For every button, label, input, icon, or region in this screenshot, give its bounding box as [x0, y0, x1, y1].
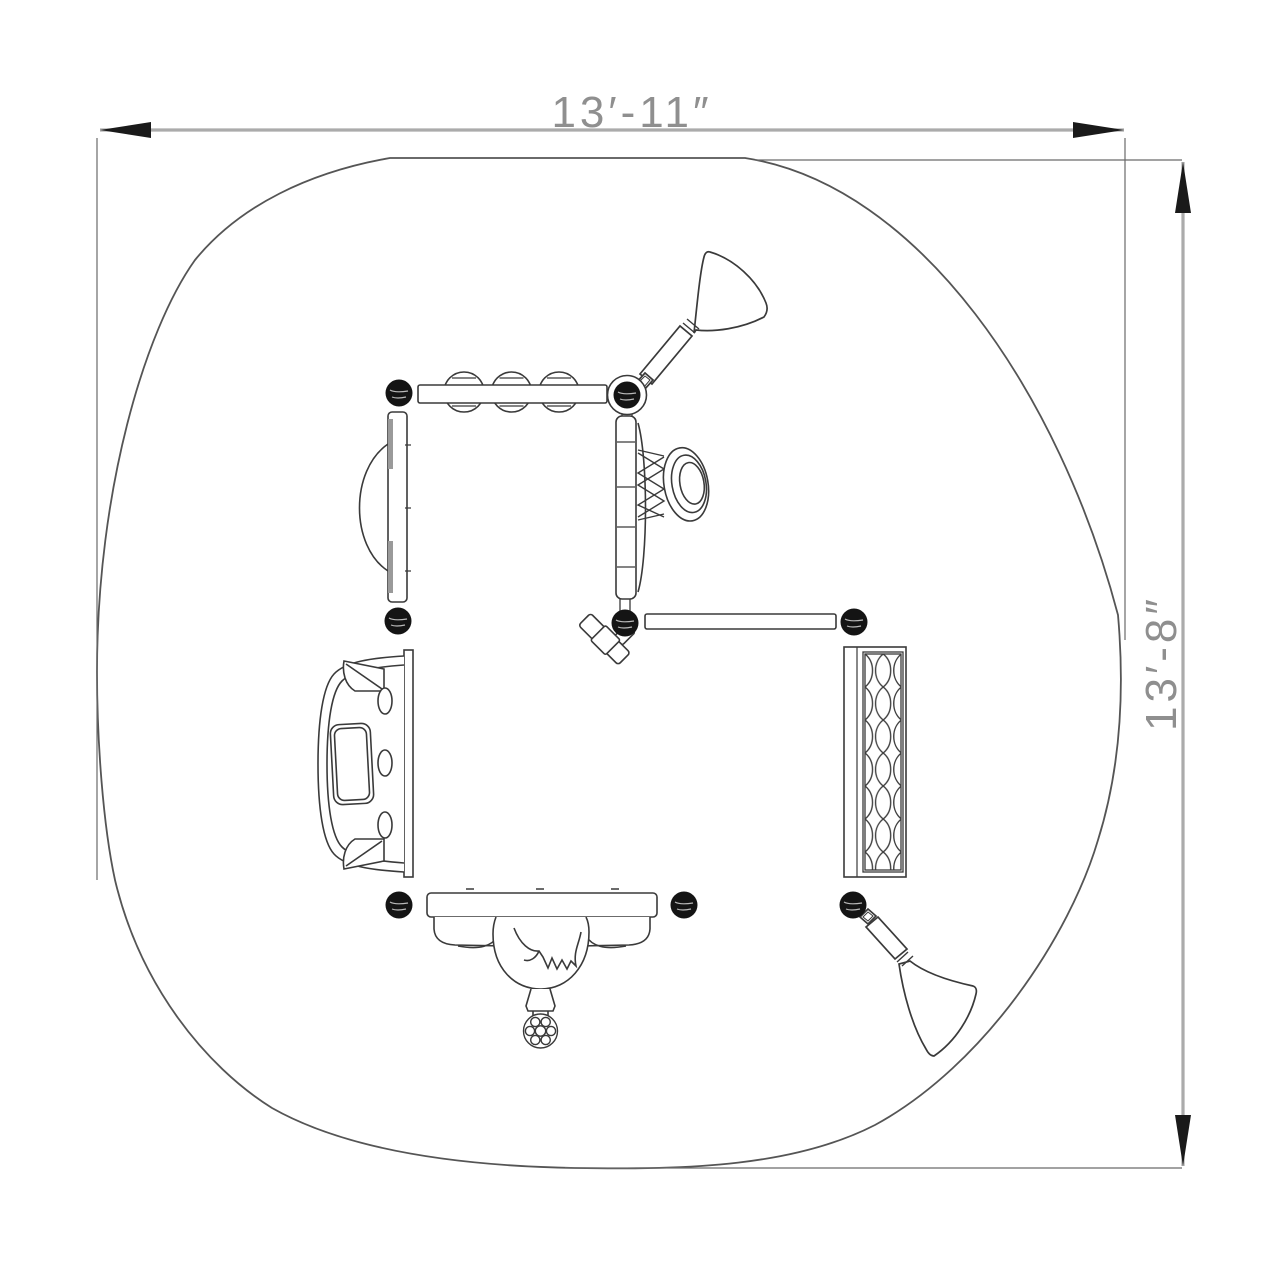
support-post-icon [384, 378, 414, 408]
wing-left [433, 917, 509, 947]
car-wheel [377, 687, 393, 715]
arrow-down-icon [1175, 1115, 1191, 1166]
tube-link [858, 907, 878, 926]
car-wheel [377, 811, 393, 839]
support-post-icon [612, 380, 642, 410]
tube-body [864, 915, 909, 961]
rail-panel-icon [644, 613, 837, 630]
arrow-right-icon [1073, 122, 1124, 138]
support-post-icon [838, 890, 868, 920]
support-post-icon [839, 607, 869, 637]
height-dimension: 13′-8″ [565, 159, 1191, 1169]
panel-bar [426, 892, 658, 918]
bubble-panel-icon [358, 411, 411, 603]
hand-and-ball-sensory-panel-icon [426, 888, 658, 1049]
wing-right [575, 917, 651, 947]
support-post-icon [669, 890, 699, 920]
support-post-icon [610, 608, 640, 638]
drum-head [662, 446, 710, 522]
support-posts [383, 374, 869, 920]
car-windshield [329, 722, 375, 806]
talk-tube-flower-lower-icon [858, 907, 978, 1057]
ball [522, 1013, 559, 1049]
flower-bell [693, 250, 768, 334]
flower-bell [898, 960, 978, 1057]
net-mesh [864, 653, 902, 871]
height-dimension-label: 13′-8″ [1137, 595, 1186, 731]
net-climber-panel-icon [843, 646, 907, 878]
width-dimension-label: 13′-11″ [551, 88, 712, 137]
arrow-left-icon [100, 122, 151, 138]
support-post-icon [383, 606, 413, 636]
width-dimension: 13′-11″ [96, 88, 1126, 880]
hand-outline [513, 927, 582, 971]
support-post-icon [384, 890, 414, 920]
play-car-panel-icon [317, 649, 414, 878]
car-wheel [377, 749, 393, 777]
triple-spinner-panel-icon [417, 371, 608, 413]
arrow-up-icon [1175, 162, 1191, 213]
hand-spinner-toy-icon [578, 613, 636, 665]
